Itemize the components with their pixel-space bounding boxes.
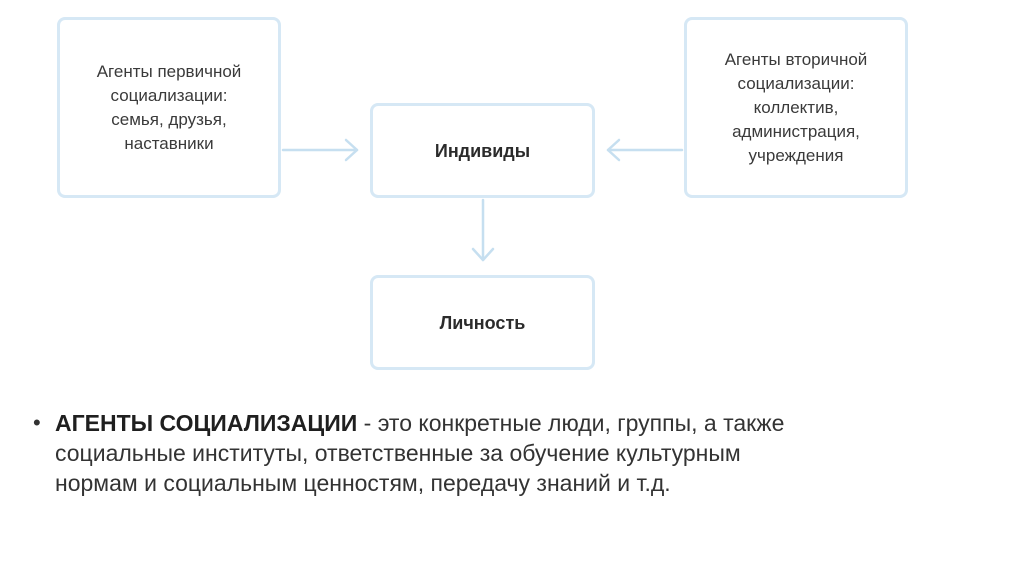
- primary-agents-box: Агенты первичной социализации: семья, др…: [57, 17, 281, 198]
- arrow-secondary-to-individuals: [606, 138, 684, 162]
- bullet-marker: •: [33, 410, 41, 435]
- secondary-agents-box: Агенты вторичной социализации: коллектив…: [684, 17, 908, 198]
- definition-body: - это конкретные люди, группы, а также с…: [55, 410, 785, 496]
- arrow-primary-to-individuals: [281, 138, 359, 162]
- definition-term: АГЕНТЫ СОЦИАЛИЗАЦИИ: [55, 410, 358, 436]
- personality-box: Личность: [370, 275, 595, 370]
- definition-bullet: • АГЕНТЫ СОЦИАЛИЗАЦИИ - это конкретные л…: [33, 408, 793, 498]
- individuals-box: Индивиды: [370, 103, 595, 198]
- arrow-individuals-to-personality: [471, 198, 495, 262]
- definition-text: АГЕНТЫ СОЦИАЛИЗАЦИИ - это конкретные люд…: [55, 408, 793, 498]
